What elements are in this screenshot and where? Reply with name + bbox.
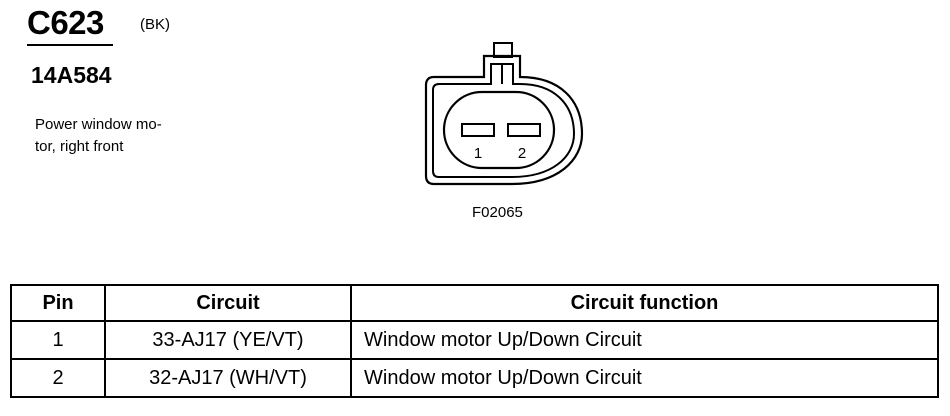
pin-label-1: 1	[474, 145, 482, 162]
terminal-1	[461, 123, 495, 137]
connector-color: (BK)	[140, 16, 170, 33]
figure-id: F02065	[472, 204, 523, 221]
connector-face-diagram: 1 2	[424, 42, 584, 186]
locking-tab	[493, 42, 513, 58]
cell-pin: 2	[10, 358, 106, 398]
pin-cavity	[442, 90, 556, 170]
connector-description: Power window mo- tor, right front	[35, 114, 205, 158]
connector-housing-inner	[432, 63, 576, 178]
header-circuit-function: Circuit function	[350, 284, 939, 322]
pin-label-2: 2	[518, 145, 526, 162]
part-number: 14A584	[31, 62, 112, 88]
connector-id: C623	[27, 4, 104, 41]
pin-table: Pin Circuit Circuit function 1 33-AJ17 (…	[10, 284, 939, 398]
header-circuit: Circuit	[104, 284, 352, 322]
table-header-row: Pin Circuit Circuit function	[10, 284, 939, 322]
table-row: 2 32-AJ17 (WH/VT) Window motor Up/Down C…	[10, 358, 939, 398]
cell-circuit-function: Window motor Up/Down Circuit	[350, 320, 939, 360]
cell-pin: 1	[10, 320, 106, 360]
cell-circuit: 32-AJ17 (WH/VT)	[104, 358, 352, 398]
table-row: 1 33-AJ17 (YE/VT) Window motor Up/Down C…	[10, 320, 939, 360]
description-line-1: Power window mo-	[35, 116, 162, 133]
connector-housing-outline	[424, 54, 584, 186]
header-pin: Pin	[10, 284, 106, 322]
cell-circuit-function: Window motor Up/Down Circuit	[350, 358, 939, 398]
terminal-2	[507, 123, 541, 137]
connector-id-underline	[27, 44, 113, 46]
cell-circuit: 33-AJ17 (YE/VT)	[104, 320, 352, 360]
description-line-2: tor, right front	[35, 138, 124, 155]
